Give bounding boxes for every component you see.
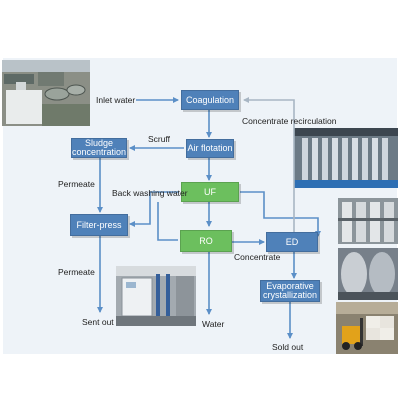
node-coagulation-label: Coagulation [185, 94, 235, 105]
node-uf: UF [181, 182, 239, 202]
arrow-loop-ro-left [157, 202, 178, 241]
label-permeate-1: Permeate [58, 179, 95, 189]
node-air-flotation-label: Air flotation [187, 143, 233, 153]
node-filter-press: Filter-press [70, 214, 128, 236]
label-concentrate-recirculation: Concentrate recirculation [242, 116, 337, 126]
node-ro-label: RO [199, 235, 213, 246]
node-ed: ED [266, 232, 318, 252]
label-sold-out: Sold out [272, 342, 304, 352]
node-evaporative-label-1: Evaporative [266, 281, 314, 291]
node-filter-press-label: Filter-press [76, 219, 122, 230]
plant-aerial-photo [2, 60, 90, 126]
label-scruff: Scruff [148, 134, 171, 144]
label-permeate-2: Permeate [58, 267, 95, 277]
node-sludge-concentration-label-1: Sludge [84, 138, 114, 148]
label-water: Water [202, 319, 225, 329]
node-sludge-concentration: Sludge concentration [71, 138, 127, 158]
label-concentrate: Concentrate [234, 252, 281, 262]
label-sent-out: Sent out [82, 317, 114, 327]
arrow-concentrate-recirculation [243, 97, 295, 232]
warehouse-forklift-photo [336, 302, 398, 354]
node-evaporative-label-2: crystallization [262, 290, 318, 300]
node-uf-label: UF [204, 186, 216, 197]
ro-skid-photo [338, 198, 398, 244]
label-back-washing-water: Back washing water [112, 188, 188, 198]
node-coagulation: Coagulation [181, 90, 239, 110]
uf-membrane-photo [294, 128, 398, 188]
arrow-uf-backwash-to-filter-press [129, 191, 179, 227]
node-evaporative-crystallization: Evaporative crystallization [260, 280, 320, 302]
arrow-uf-to-ed [240, 191, 321, 237]
node-ed-label: ED [285, 236, 299, 247]
node-ro: RO [180, 230, 232, 252]
ed-stack-photo [338, 248, 398, 300]
filter-press-photo [116, 266, 196, 326]
label-inlet-water: Inlet water [96, 95, 136, 105]
node-air-flotation: Air flotation [186, 139, 234, 158]
node-sludge-concentration-label-2: concentration [71, 147, 127, 157]
